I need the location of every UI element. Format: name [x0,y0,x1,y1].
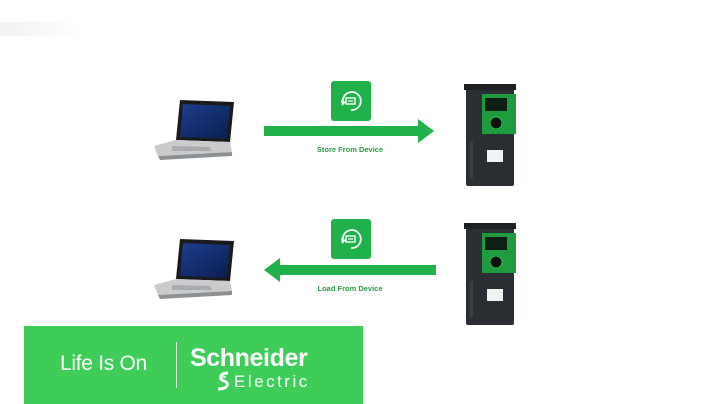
brand-subname: Electric [234,372,310,391]
arrow-head [264,258,280,282]
brand-name: Schneider [190,344,308,372]
tagline: Life Is On [60,352,147,375]
drive-device-icon [464,84,516,186]
arrow-shaft [264,126,418,136]
laptop-icon [154,100,234,160]
sync-icon [331,81,371,121]
store-from-device-label: Store From Device [316,145,384,154]
brand-banner: Life Is On Schneider Electric [24,326,363,404]
arrow-shaft [280,265,436,275]
laptop-icon [154,239,234,299]
arrow-head [418,119,434,143]
sync-icon [331,219,371,259]
drive-device-icon [464,223,516,325]
load-from-device-label: Load From Device [317,284,383,293]
store-arrow [264,119,434,143]
banner-divider [176,342,177,388]
background-smudge [0,22,80,36]
schneider-logo-icon [217,371,229,391]
load-arrow [264,258,436,282]
